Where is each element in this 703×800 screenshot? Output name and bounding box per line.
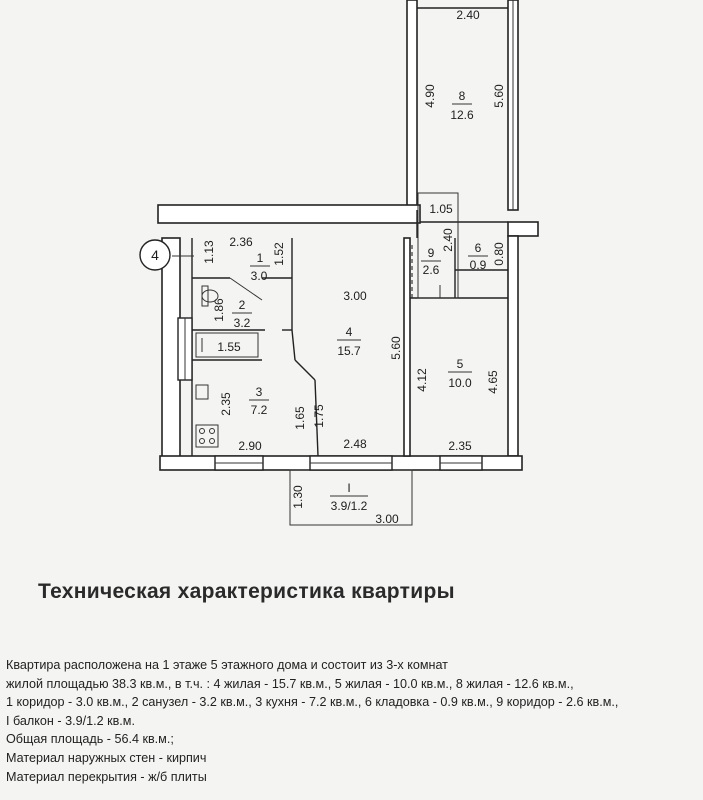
room-1-area: 3.0 <box>251 269 268 283</box>
room-4-number: 4 <box>346 325 353 339</box>
description-line: жилой площадью 38.3 кв.м., в т.ч. : 4 жи… <box>6 676 574 691</box>
fixtures <box>195 285 259 448</box>
room-2-area: 3.2 <box>234 316 251 330</box>
dim-1-86: 1.86 <box>212 298 226 322</box>
dim-1-55: 1.55 <box>217 340 241 354</box>
room-5-area: 10.0 <box>448 376 472 390</box>
room-1-number: 1 <box>257 251 264 265</box>
room-8-number: 8 <box>459 89 466 103</box>
balcony-number: I <box>347 481 350 495</box>
dim-1-65: 1.65 <box>293 406 307 430</box>
room-4-area: 15.7 <box>337 344 361 358</box>
room-8-area: 12.6 <box>450 108 474 122</box>
walls <box>157 0 539 526</box>
room-labels: 8 12.6 9 2.6 6 0.9 1 3.0 2 3.2 4 15.7 5 … <box>232 89 488 513</box>
room-6-area: 0.9 <box>470 258 487 272</box>
dim-5-60-right: 5.60 <box>492 84 506 108</box>
document-heading: Техническая характеристика квартиры <box>38 580 455 603</box>
description-line: Квартира расположена на 1 этаже 5 этажно… <box>6 658 448 672</box>
room-2-number: 2 <box>239 298 246 312</box>
dim-1-05: 1.05 <box>429 202 453 216</box>
axis-marker-circle <box>139 239 171 271</box>
room-9-area: 2.6 <box>423 263 440 277</box>
dim-4-12: 4.12 <box>415 368 429 392</box>
description-line: Материал наружных стен - кирпич <box>6 750 207 765</box>
dimension-labels: 2.40 4.90 5.60 1.05 2.40 0.80 2.36 1.13 … <box>202 8 506 526</box>
axis-marker-label: 4 <box>151 247 159 263</box>
dim-2-36: 2.36 <box>229 235 253 249</box>
description-line: Материал перекрытия - ж/б плиты <box>6 769 207 784</box>
dim-2-40-mid: 2.40 <box>441 228 455 252</box>
dim-1-75: 1.75 <box>312 404 326 428</box>
dim-2-90: 2.90 <box>238 439 262 453</box>
dim-4-65: 4.65 <box>486 370 500 394</box>
room-9-number: 9 <box>428 246 435 260</box>
dim-0-80: 0.80 <box>492 242 506 266</box>
description-line: Общая площадь - 56.4 кв.м.; <box>6 732 174 747</box>
dim-1-52: 1.52 <box>272 242 286 266</box>
floor-plan: 4 2.40 4.90 5.60 1.05 2.40 0.80 2.36 1.1… <box>139 0 539 526</box>
dim-3-00-bottom: 3.00 <box>375 512 399 526</box>
room-3-area: 7.2 <box>251 403 268 417</box>
apartment-description: Квартира расположена на 1 этаже 5 этажно… <box>6 656 701 786</box>
room-5-number: 5 <box>457 357 464 371</box>
dim-2-48: 2.48 <box>343 437 367 451</box>
dim-4-90: 4.90 <box>423 84 437 108</box>
dim-2-40-top: 2.40 <box>456 8 480 22</box>
room-6-number: 6 <box>475 241 482 255</box>
dim-3-00-top: 3.00 <box>343 289 367 303</box>
balcony-area: 3.9/1.2 <box>331 499 368 513</box>
dim-1-30: 1.30 <box>291 485 305 509</box>
dim-1-13: 1.13 <box>202 240 216 264</box>
dim-2-35-bottom: 2.35 <box>448 439 472 453</box>
dim-5-60-mid: 5.60 <box>389 336 403 360</box>
description-line: 1 коридор - 3.0 кв.м., 2 санузел - 3.2 к… <box>6 695 619 710</box>
description-line: I балкон - 3.9/1.2 кв.м. <box>6 713 135 728</box>
dim-2-35-left: 2.35 <box>219 392 233 416</box>
room-3-number: 3 <box>256 385 263 399</box>
